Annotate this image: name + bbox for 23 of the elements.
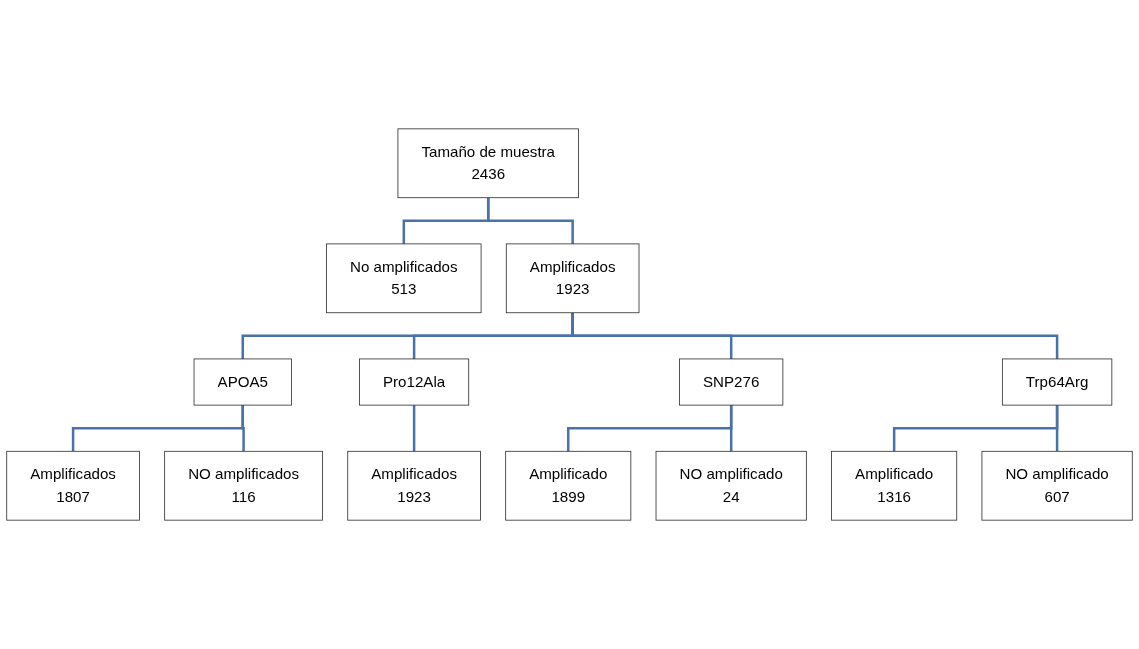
connector <box>729 405 733 452</box>
connector <box>412 405 416 452</box>
node-box: No amplificados 513 <box>326 243 482 314</box>
node-box: SNP276 <box>679 358 784 406</box>
connector <box>241 405 245 452</box>
connector <box>892 405 1059 452</box>
connector <box>1055 405 1059 452</box>
node-box: Amplificados 1807 <box>6 450 140 521</box>
node-box: APOA5 <box>193 358 292 406</box>
node-box: NO amplificado 607 <box>981 450 1133 521</box>
connector <box>567 405 733 452</box>
node-box: Pro12Ala <box>359 358 470 406</box>
connector <box>571 312 1059 359</box>
node-box: Amplificado 1899 <box>505 450 632 521</box>
connector <box>71 405 244 452</box>
node-box: Amplificados 1923 <box>347 450 481 521</box>
node-box: Tamaño de muestra 2436 <box>397 128 579 199</box>
node-box: Amplificado 1316 <box>831 450 958 521</box>
node-box: Trp64Arg <box>1001 358 1113 406</box>
connector <box>486 197 574 244</box>
node-box: NO amplificado 24 <box>655 450 807 521</box>
node-box: NO amplificados 116 <box>164 450 323 521</box>
node-box: Amplificados 1923 <box>505 243 640 314</box>
